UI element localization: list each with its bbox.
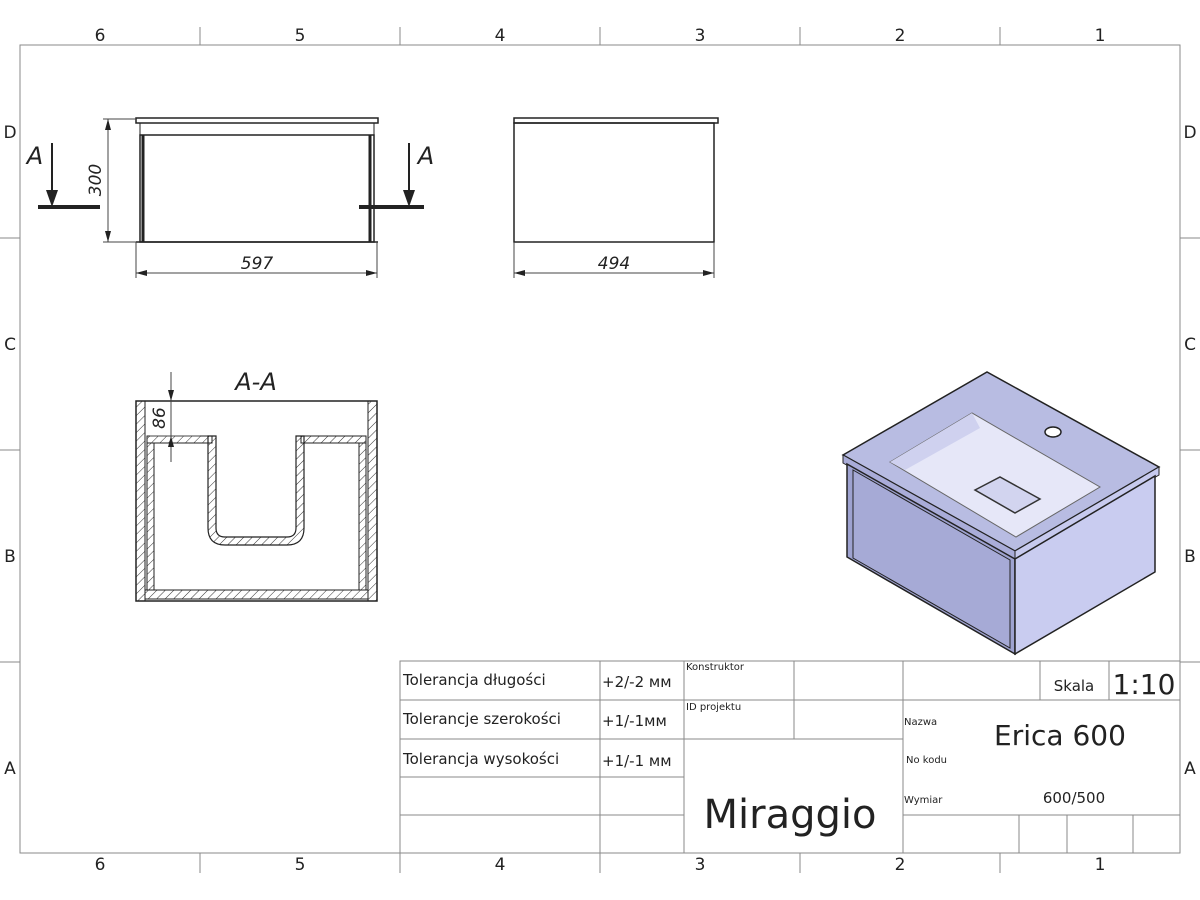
title-block: Tolerancja długości +2/-2 мм Tolerancje … — [399, 660, 1181, 854]
section-marker-left: A — [25, 142, 43, 170]
column-label: 5 — [295, 855, 306, 875]
dimension-label: Wymiar — [904, 795, 943, 806]
column-label: 4 — [495, 26, 506, 46]
row-labels-left: D C B A — [3, 123, 16, 779]
row-label: B — [4, 547, 16, 567]
column-label: 2 — [895, 26, 906, 46]
section-top-dimension: 86 — [150, 407, 170, 429]
column-labels-bottom: 6 5 4 3 2 1 — [95, 855, 1106, 875]
konstruktor-label: Konstruktor — [686, 662, 745, 673]
section-title: A-A — [233, 368, 277, 396]
row-label: D — [3, 123, 16, 143]
tolerance-width-value: +1/-1мм — [602, 712, 667, 730]
column-label: 3 — [695, 855, 706, 875]
column-label: 1 — [1095, 855, 1106, 875]
column-label: 2 — [895, 855, 906, 875]
product-name: Erica 600 — [994, 719, 1126, 752]
company-name: Miraggio — [704, 792, 877, 838]
column-label: 4 — [495, 855, 506, 875]
tolerance-length-label: Tolerancja długości — [402, 671, 546, 689]
column-label: 5 — [295, 26, 306, 46]
column-label: 3 — [695, 26, 706, 46]
section-marker-right: A — [416, 142, 434, 170]
row-label: A — [4, 759, 16, 779]
tolerance-length-value: +2/-2 мм — [602, 673, 672, 691]
row-label: D — [1183, 123, 1196, 143]
column-label: 6 — [95, 855, 106, 875]
front-width-dimension: 597 — [241, 254, 274, 274]
side-view: 494 — [513, 117, 719, 278]
side-width-dimension: 494 — [598, 254, 630, 274]
row-label: C — [1184, 335, 1196, 355]
section-view: A-A 86 — [135, 368, 378, 602]
front-view: 300 597 A A — [25, 117, 434, 278]
name-label: Nazwa — [904, 717, 937, 728]
row-label: B — [1184, 547, 1196, 567]
code-label: No kodu — [906, 755, 947, 766]
isometric-view — [841, 371, 1161, 656]
tolerance-width-label: Tolerancje szerokości — [402, 710, 561, 728]
row-label: C — [4, 335, 16, 355]
column-label: 6 — [95, 26, 106, 46]
front-height-dimension: 300 — [86, 164, 106, 196]
tolerance-height-value: +1/-1 мм — [602, 752, 672, 770]
column-labels-top: 6 5 4 3 2 1 — [95, 26, 1106, 46]
column-label: 1 — [1095, 26, 1106, 46]
row-labels-right: D C B A — [1183, 123, 1196, 779]
tolerance-height-label: Tolerancja wysokości — [402, 750, 559, 768]
scale-value: 1:10 — [1113, 668, 1176, 701]
row-label: A — [1184, 759, 1196, 779]
scale-label: Skala — [1054, 677, 1095, 695]
dimension-value: 600/500 — [1043, 789, 1105, 807]
id-projektu-label: ID projektu — [686, 702, 741, 713]
